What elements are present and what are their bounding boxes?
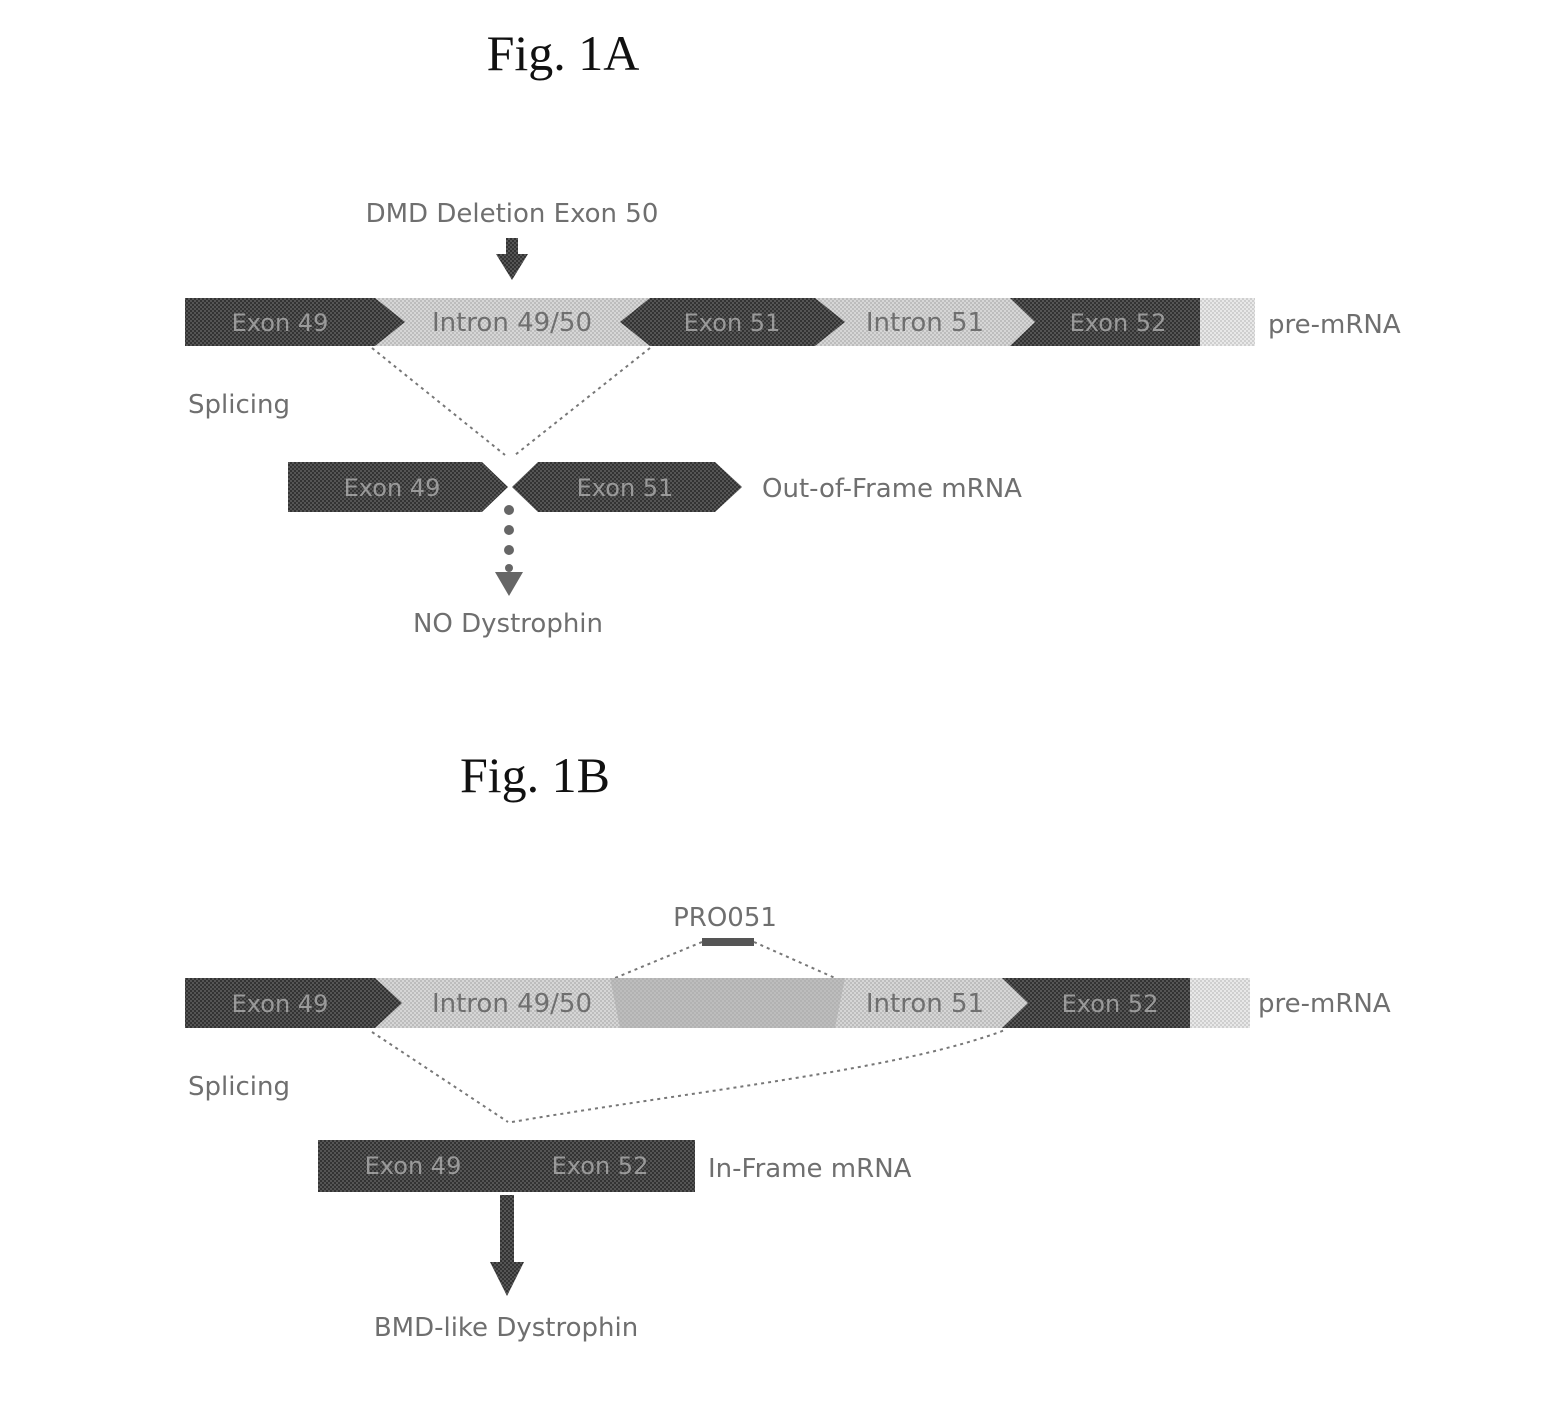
mrna-exon-52-label: Exon 52 [552,1152,649,1180]
splice-lines-1a [372,348,650,455]
premrna-bar-1a: Exon 49 Intron 49/50 Exon 51 Intron 51 E… [185,298,1255,346]
exon-52-label: Exon 52 [1070,309,1167,337]
oligo-binding-lines [615,942,835,978]
dotted-arrow-icon [495,505,523,596]
exon-49-label: Exon 49 [232,990,329,1018]
deletion-label: DMD Deletion Exon 50 [366,199,659,229]
splice-lines-1b [372,1030,1005,1122]
skipped-exon-region [610,978,845,1028]
splicing-label-1b: Splicing [188,1072,290,1102]
intron-4950-label: Intron 49/50 [432,308,592,338]
splicing-label-1a: Splicing [188,390,290,420]
exon-52-label: Exon 52 [1062,990,1159,1018]
mrna-label-1a: Out-of-Frame mRNA [762,474,1022,504]
mrna-exon-49-label: Exon 49 [365,1152,462,1180]
intron-4950-label: Intron 49/50 [432,989,592,1019]
fig-1a-title: Fig. 1A [487,25,640,81]
result-label-1b: BMD-like Dystrophin [374,1313,638,1343]
mrna-exon-51-label: Exon 51 [577,474,674,502]
intron-51-label: Intron 51 [866,308,984,338]
premrna-label-1a: pre-mRNA [1268,310,1401,340]
exon-51-label: Exon 51 [684,309,781,337]
mrna-1a: Exon 49 Exon 51 [288,462,742,512]
mrna-exon-49-label: Exon 49 [344,474,441,502]
down-arrow-icon [490,1195,524,1296]
antisense-oligo-icon [702,938,754,946]
premrna-label-1b: pre-mRNA [1258,989,1391,1019]
fig-1b: Fig. 1B PRO051 Exon 49 Intron 49/50 Intr… [185,747,1391,1343]
mrna-label-1b: In-Frame mRNA [708,1154,912,1184]
deletion-arrow-icon [496,238,528,280]
fig-1b-title: Fig. 1B [460,747,610,803]
fig-1a: Fig. 1A DMD Deletion Exon 50 Exon 49 Int… [185,25,1401,639]
result-label-1a: NO Dystrophin [413,609,603,639]
compound-label: PRO051 [673,903,777,933]
intron-51-label: Intron 51 [866,989,984,1019]
premrna-bar-1b: Exon 49 Intron 49/50 Intron 51 Exon 52 [185,978,1250,1028]
exon-49-label: Exon 49 [232,309,329,337]
mrna-1b: Exon 49 Exon 52 [318,1140,695,1192]
